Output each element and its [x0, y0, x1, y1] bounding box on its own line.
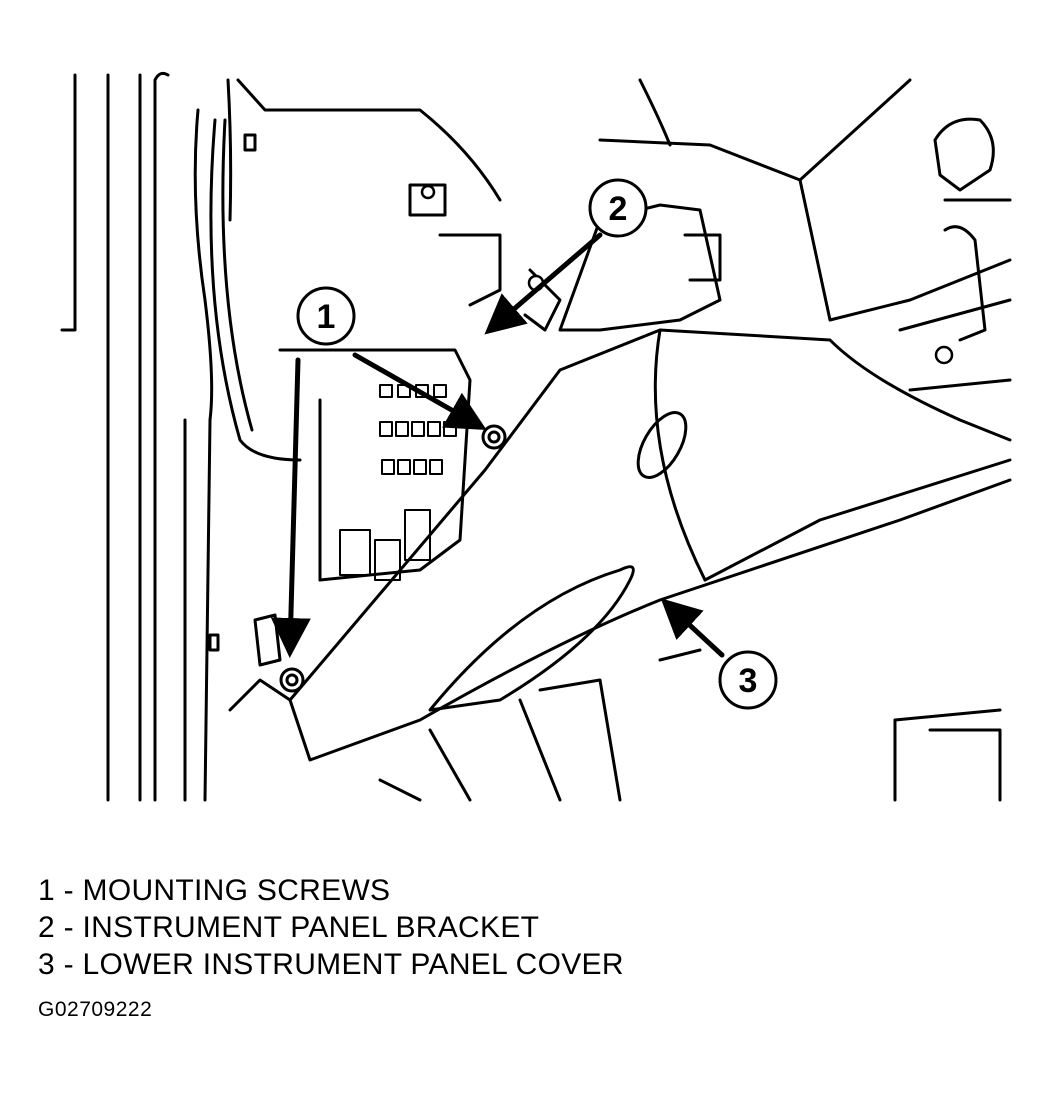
column-screw — [934, 345, 954, 365]
arrow-2 — [484, 232, 603, 335]
figure-id: G02709222 — [38, 998, 153, 1021]
mounting-screw — [481, 424, 507, 450]
legend-item-3: 3 - LOWER INSTRUMENT PANEL COVER — [38, 948, 624, 981]
leader-arrows — [270, 232, 725, 658]
legend-item-1: 1 - MOUNTING SCREWS — [38, 874, 391, 907]
instrument-panel-illustration: 1 2 3 — [60, 71, 1012, 802]
callout-2: 2 — [588, 178, 648, 238]
dash-screw — [420, 184, 436, 200]
callout-1-number: 1 — [317, 298, 336, 336]
callout-3: 3 — [718, 650, 778, 710]
callout-2-number: 2 — [609, 190, 628, 228]
arrow-1a — [352, 352, 487, 430]
arrow-1b — [270, 357, 311, 658]
legend-item-2: 2 - INSTRUMENT PANEL BRACKET — [38, 911, 540, 944]
arrow-3 — [660, 598, 725, 658]
callout-1: 1 — [296, 286, 356, 346]
callout-3-number: 3 — [739, 662, 758, 700]
legend: 1 - MOUNTING SCREWS 2 - INSTRUMENT PANEL… — [38, 872, 624, 983]
line-art — [60, 71, 1012, 802]
mounting-screw — [279, 667, 305, 693]
